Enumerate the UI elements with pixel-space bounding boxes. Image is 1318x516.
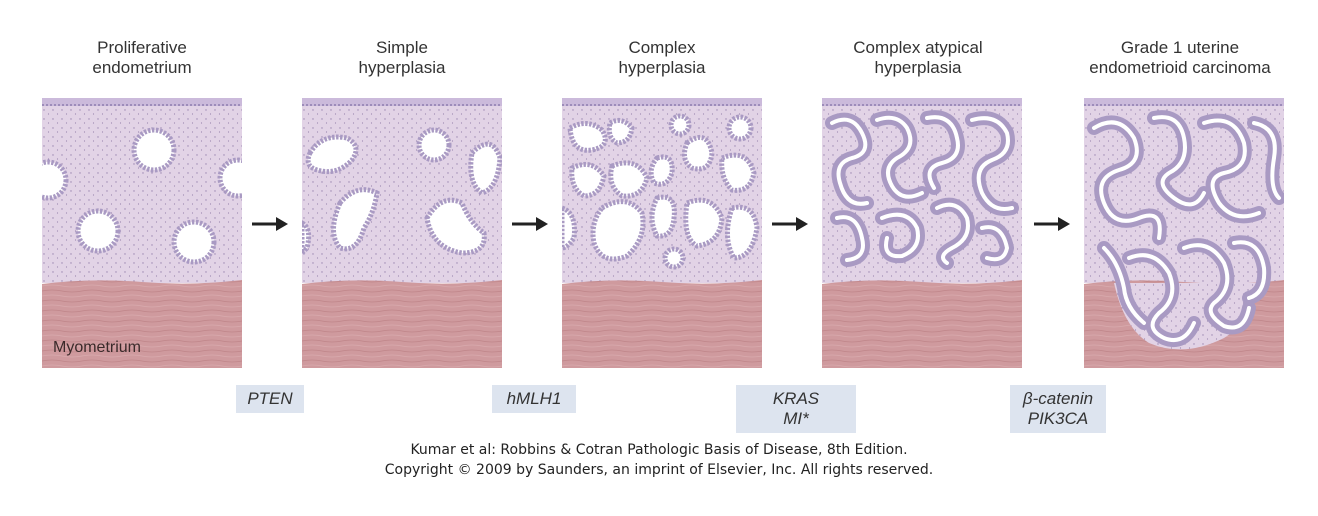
stage-title-complex: Complex hyperplasia	[542, 38, 782, 78]
arrow-right-icon	[512, 217, 548, 231]
gene-box-beta-catenin-pik3ca: β-catenin PIK3CA	[1010, 385, 1106, 433]
stage-title-line2: endometrium	[92, 58, 192, 77]
panel-proliferative	[42, 98, 242, 368]
arrow-right-icon	[252, 217, 288, 231]
stage-title-simple: Simple hyperplasia	[282, 38, 522, 78]
gene-box-pten: PTEN	[236, 385, 304, 413]
panel-endometrioid-carcinoma	[1084, 98, 1284, 368]
stage-title-line1: Complex	[628, 38, 696, 57]
citation-line2: Copyright © 2009 by Saunders, an imprint…	[384, 462, 934, 478]
myometrium-label: Myometrium	[53, 339, 142, 356]
stage-title-line1: Simple	[376, 38, 428, 57]
gene-label: PIK3CA	[1027, 409, 1089, 428]
gene-label: KRAS	[772, 389, 820, 408]
stage-title-line1: Grade 1 uterine	[1120, 38, 1240, 57]
stage-title-proliferative: Proliferative endometrium	[22, 38, 262, 78]
arrow-right-icon	[772, 217, 808, 231]
gene-label: β-catenin	[1022, 389, 1094, 408]
stage-title-complex-atypical: Complex atypical hyperplasia	[798, 38, 1038, 78]
stage-title-line2: endometrioid carcinoma	[1089, 58, 1271, 77]
stage-title-carcinoma: Grade 1 uterine endometrioid carcinoma	[1060, 38, 1300, 78]
citation: Kumar et al: Robbins & Cotran Pathologic…	[0, 440, 1318, 480]
panel-simple-hyperplasia	[302, 98, 502, 368]
stage-title-line1: Proliferative	[97, 38, 187, 57]
arrow-right-icon	[1034, 217, 1070, 231]
gene-label: hMLH1	[506, 389, 562, 408]
gene-label: PTEN	[247, 389, 293, 408]
gene-label: MI*	[783, 409, 809, 428]
stage-title-line1: Complex atypical	[853, 38, 983, 57]
stage-title-line2: hyperplasia	[618, 58, 706, 77]
stage-title-line2: hyperplasia	[358, 58, 446, 77]
panel-complex-atypical-hyperplasia	[822, 98, 1022, 368]
gene-box-kras-mi: KRAS MI*	[736, 385, 856, 433]
stage-title-line2: hyperplasia	[874, 58, 962, 77]
citation-line1: Kumar et al: Robbins & Cotran Pathologic…	[410, 442, 908, 458]
gene-box-hmlh1: hMLH1	[492, 385, 576, 413]
panel-complex-hyperplasia	[562, 98, 762, 368]
